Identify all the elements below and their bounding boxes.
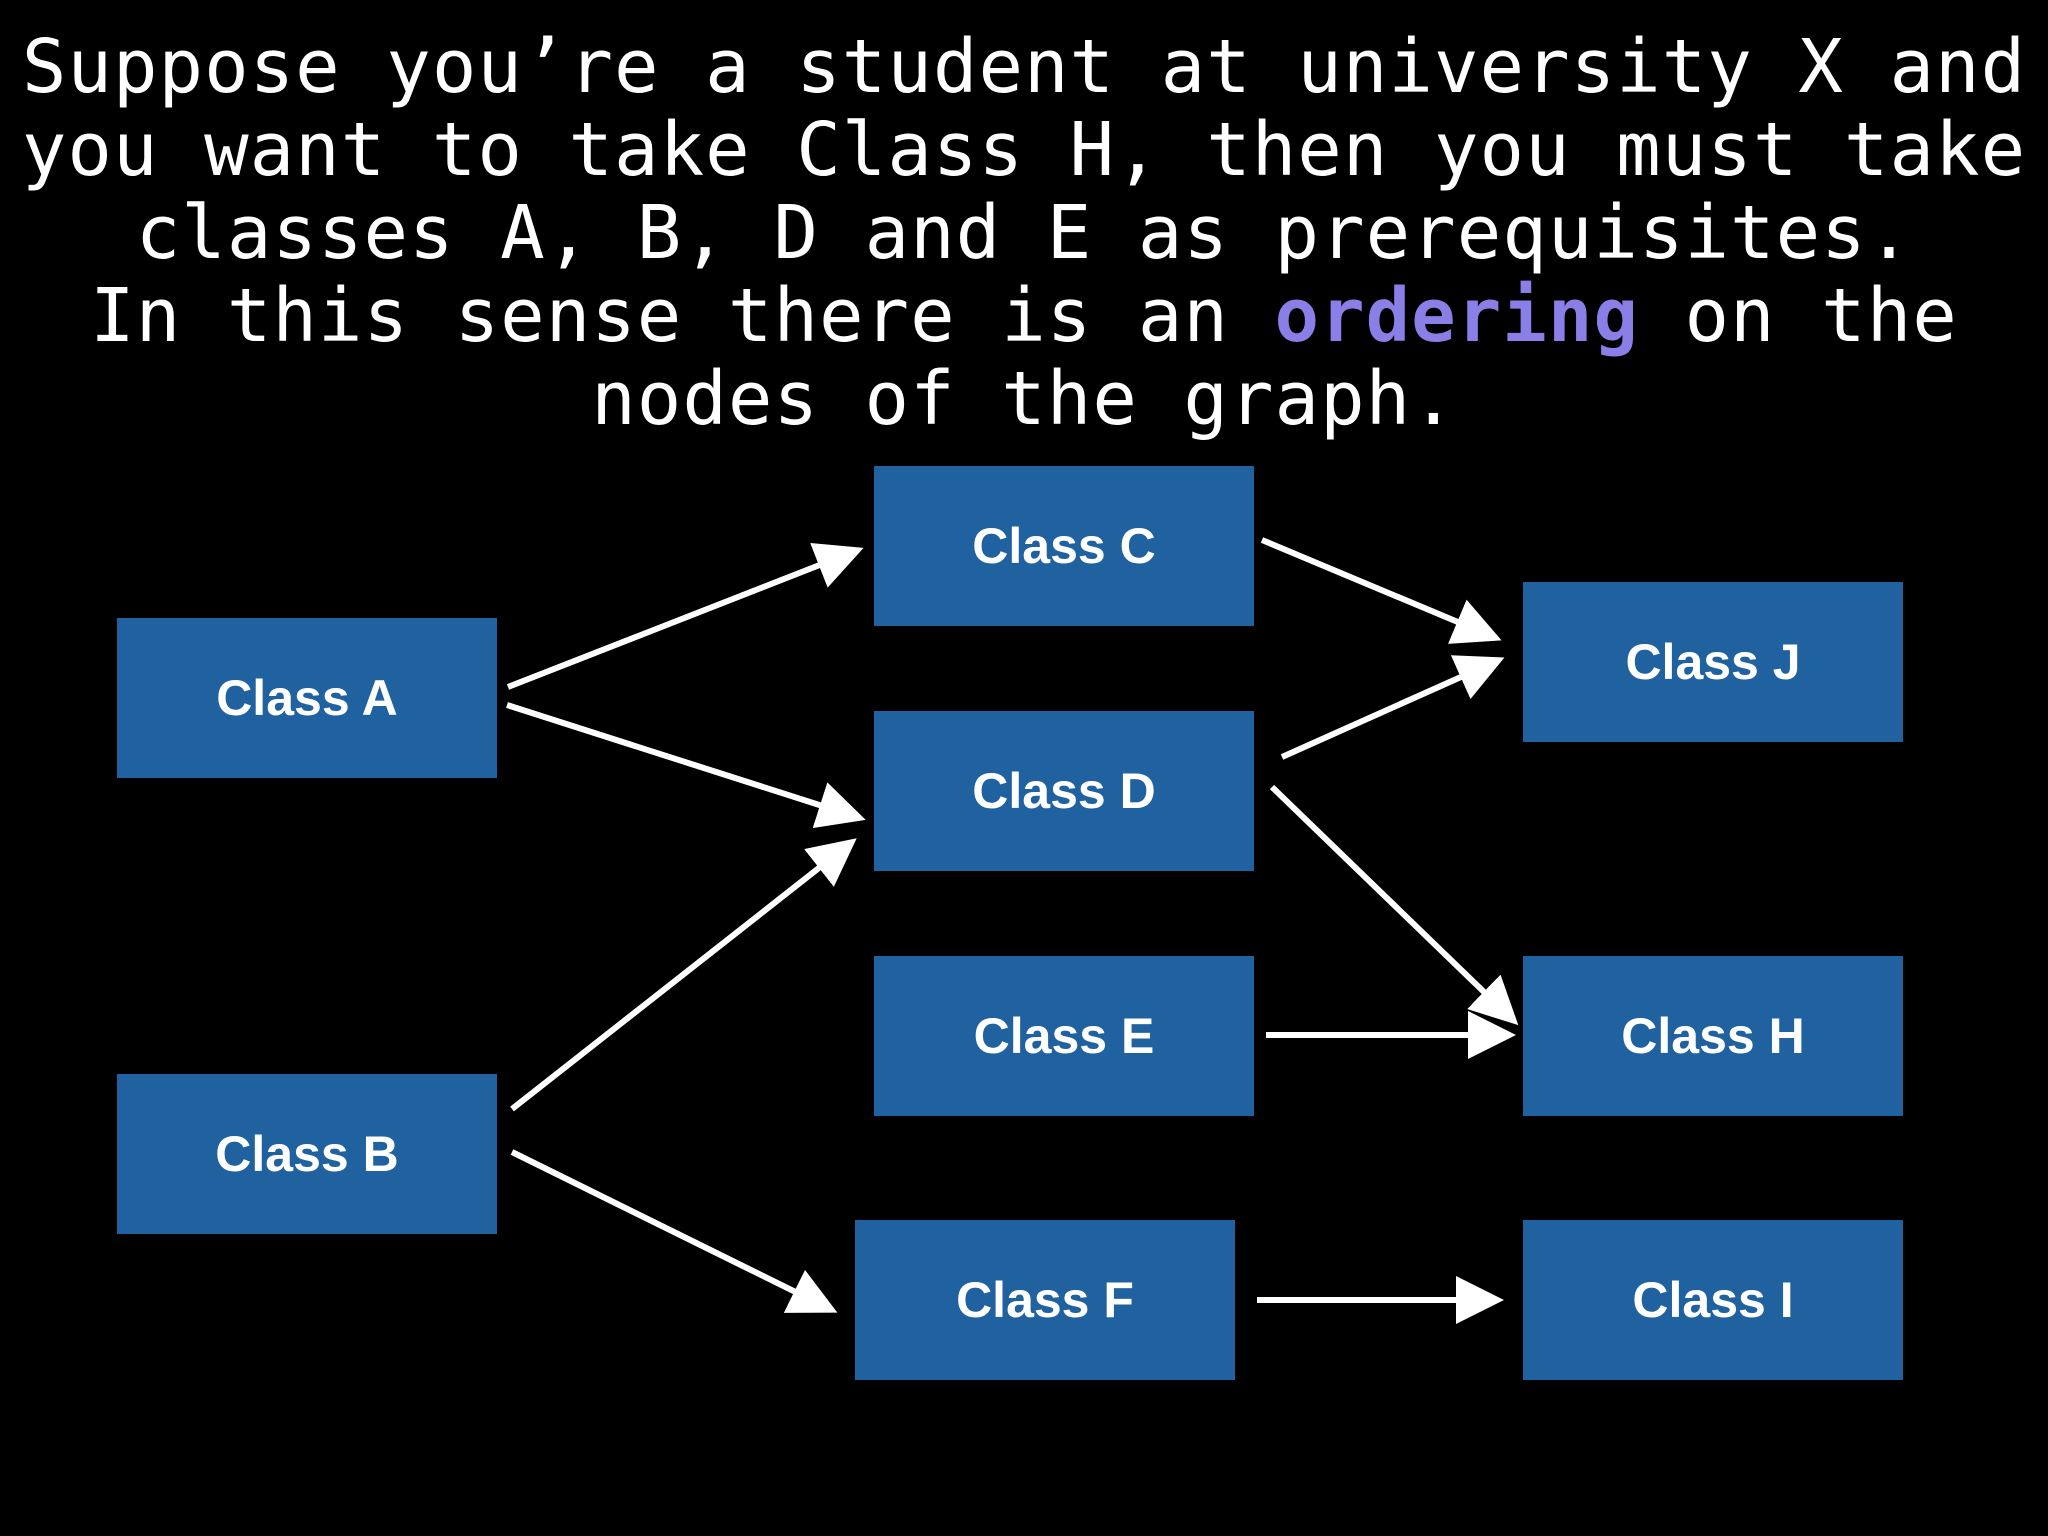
node-class-e: Class E — [874, 956, 1254, 1116]
caption-line-3: classes A, B, D and E as prerequisites. — [135, 190, 1913, 276]
node-class-f: Class F — [855, 1220, 1235, 1380]
node-class-h: Class H — [1523, 956, 1903, 1116]
caption: Suppose you’re a student at university X… — [0, 26, 2048, 441]
node-class-c: Class C — [874, 466, 1254, 626]
edge-c-to-j — [1260, 537, 1502, 644]
ordering-highlight: ordering — [1274, 273, 1639, 359]
edge-d-to-h — [1269, 784, 1519, 1026]
node-class-i: Class I — [1523, 1220, 1903, 1380]
node-class-d: Class D — [874, 711, 1254, 871]
caption-line-5: nodes of the graph. — [591, 356, 1457, 442]
caption-line-4-end: on the — [1638, 273, 1958, 359]
edge-a-to-d — [506, 702, 866, 829]
edge-d-to-j — [1280, 655, 1505, 760]
edge-b-to-d — [510, 838, 857, 1112]
caption-line-4: In this sense there is an ordering on th… — [0, 275, 2048, 358]
edge-a-to-c — [506, 542, 864, 690]
caption-line-2: you want to take Class H, then you must … — [21, 107, 2027, 193]
edge-b-to-f — [510, 1149, 838, 1313]
node-class-b: Class B — [117, 1074, 497, 1234]
node-class-j: Class J — [1523, 582, 1903, 742]
node-class-a: Class A — [117, 618, 497, 778]
caption-line-1: Suppose you’re a student at university X… — [21, 24, 2027, 110]
edge-layer — [506, 537, 1519, 1324]
caption-line-4-start: In this sense there is an — [90, 273, 1275, 359]
